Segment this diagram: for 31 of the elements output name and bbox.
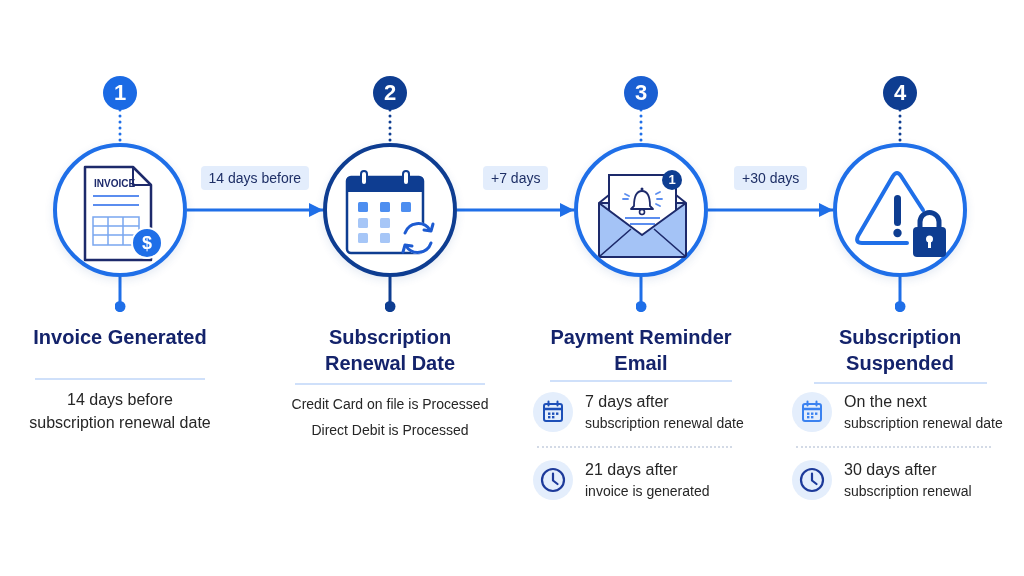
timing-detail: subscription renewal (844, 482, 972, 501)
dot-connector (894, 277, 906, 312)
timing-text: 30 days after (844, 460, 937, 480)
timing-text: 21 days after (585, 460, 678, 480)
step-number: 1 (103, 76, 137, 110)
step-number: 4 (883, 76, 917, 110)
arrow (457, 203, 574, 217)
timing-detail: subscription renewal date (585, 414, 744, 433)
edge-label: +7 days (483, 166, 549, 190)
step-title: Subscription Renewal Date (323, 325, 457, 376)
dollar-coin: $ (131, 227, 163, 259)
step-title: Subscription Suspended (837, 325, 963, 376)
dot-connector (635, 277, 647, 312)
arrow (187, 203, 323, 217)
timing-text: On the next (844, 392, 927, 412)
notification-count: 1 (662, 170, 682, 190)
step-description: 14 days before subscription renewal date (28, 390, 212, 433)
step-title: Invoice Generated (32, 325, 208, 350)
arrow (708, 203, 833, 217)
step-number: 3 (624, 76, 658, 110)
step-description: Credit Card on file is Processed (291, 395, 489, 414)
timing-text: 7 days after (585, 392, 669, 412)
edge-label: 14 days before (200, 166, 310, 190)
dot-connector (384, 277, 396, 312)
dot-connector (114, 277, 126, 312)
step-title: Payment Reminder Email (549, 325, 733, 376)
step-number: 2 (373, 76, 407, 110)
step-description: Direct Debit is Processed (311, 421, 469, 440)
timing-detail: invoice is generated (585, 482, 710, 501)
edge-label: +30 days (734, 166, 808, 190)
timing-detail: subscription renewal date (844, 414, 1003, 433)
